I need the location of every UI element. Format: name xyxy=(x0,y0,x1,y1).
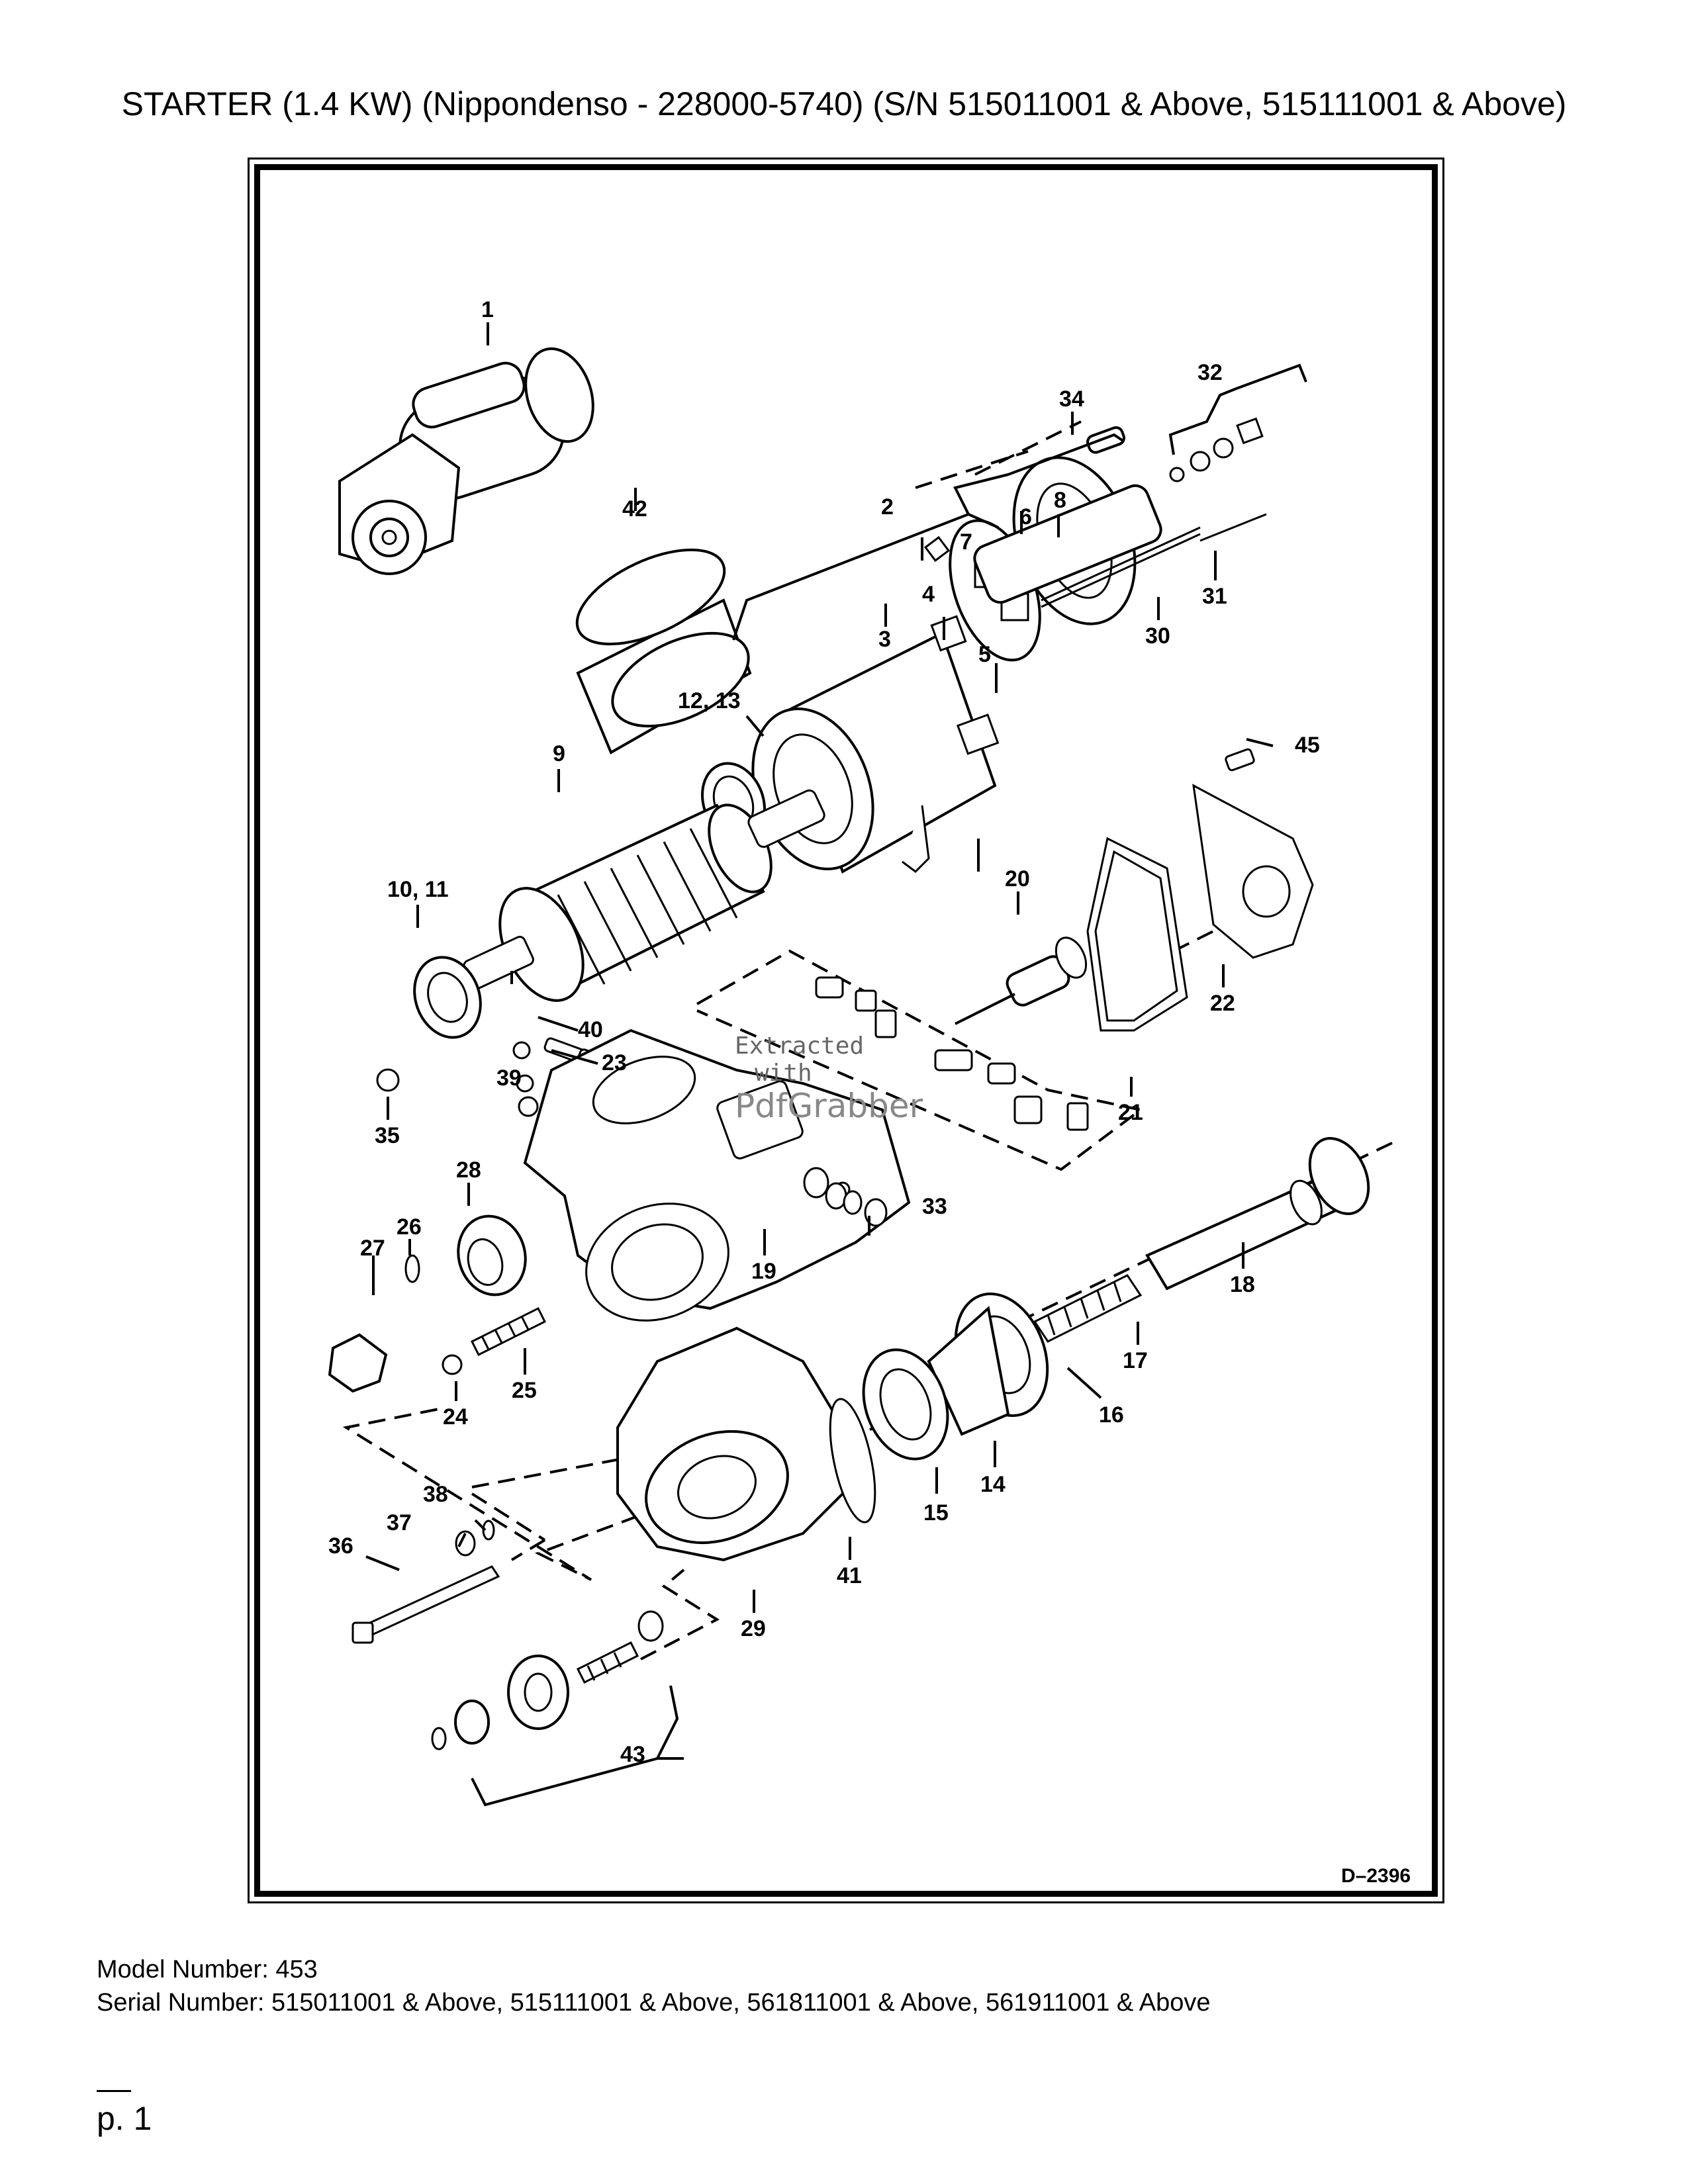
watermark-line-2: with xyxy=(755,1060,812,1087)
callout-35: 35 xyxy=(375,1123,400,1148)
watermark-brand: PdfGrabber xyxy=(735,1087,923,1125)
callout-37: 37 xyxy=(387,1510,412,1535)
callout-42: 42 xyxy=(622,496,647,522)
housing xyxy=(523,1028,911,1322)
gaskets-cover xyxy=(955,748,1314,1032)
callout-21: 21 xyxy=(1118,1100,1143,1125)
callout-10-11: 10, 11 xyxy=(387,877,449,902)
pinion-shaft-assembly xyxy=(862,1137,1370,1461)
callout-9: 9 xyxy=(553,741,565,766)
callout-1: 1 xyxy=(481,297,494,322)
callout-36: 36 xyxy=(328,1533,353,1559)
brace-32 xyxy=(1168,363,1307,455)
assembled-starter xyxy=(338,347,594,575)
callout-29: 29 xyxy=(741,1616,766,1641)
callout-33: 33 xyxy=(922,1194,947,1219)
drawing-code: D–2396 xyxy=(1341,1865,1411,1887)
callout-12-13: 12, 13 xyxy=(678,688,741,713)
callout-5: 5 xyxy=(978,642,991,667)
callout-3: 3 xyxy=(878,627,891,652)
serial-number: Serial Number: 515011001 & Above, 515111… xyxy=(97,1989,1211,2017)
callout-2: 2 xyxy=(881,494,894,520)
callout-41: 41 xyxy=(837,1563,862,1588)
callout-25: 25 xyxy=(512,1378,537,1403)
end-frame-group xyxy=(923,417,1267,662)
page-number: p. 1 xyxy=(97,2100,152,2137)
callout-14: 14 xyxy=(980,1472,1006,1497)
callout-15: 15 xyxy=(923,1500,949,1525)
callout-32: 32 xyxy=(1197,360,1223,385)
switch-cover xyxy=(575,548,752,754)
callout-22: 22 xyxy=(1210,991,1235,1016)
callout-30: 30 xyxy=(1145,623,1170,649)
model-number: Model Number: 453 xyxy=(97,1956,318,1983)
callout-26: 26 xyxy=(397,1214,422,1240)
callout-8: 8 xyxy=(1054,488,1066,513)
callout-38: 38 xyxy=(423,1482,448,1507)
yoke-assembly xyxy=(751,615,1000,874)
callout-27: 27 xyxy=(360,1236,385,1261)
callout-labels: 1 2 3 4 5 6 7 8 9 10, 11 12, 13 14 15 16… xyxy=(328,297,1320,1767)
callout-43: 43 xyxy=(620,1742,645,1767)
watermark-line-1: Extracted xyxy=(735,1032,865,1060)
assembly-line-bottom xyxy=(471,1420,823,1661)
pinion-kit xyxy=(431,1610,664,1751)
brace-2 xyxy=(732,433,1125,641)
callout-7: 7 xyxy=(960,529,972,555)
callout-6: 6 xyxy=(1019,504,1032,529)
assembly-line-upper xyxy=(571,420,1082,946)
callout-16: 16 xyxy=(1099,1402,1124,1428)
page-title: STARTER (1.4 KW) (Nippondenso - 228000-5… xyxy=(121,85,1567,122)
callout-28: 28 xyxy=(456,1158,481,1183)
armature xyxy=(463,789,825,1002)
diagram-frame-outer xyxy=(248,158,1444,1903)
footer-rule xyxy=(97,2090,131,2092)
front-housing xyxy=(616,1326,876,1562)
exploded-parts-diagram: 1 2 3 4 5 6 7 8 9 10, 11 12, 13 14 15 16… xyxy=(328,297,1393,1807)
callout-23: 23 xyxy=(602,1050,627,1075)
watermark: Extracted with PdfGrabber xyxy=(735,1032,973,1125)
diagram-frame-inner xyxy=(254,164,1438,1897)
callout-20: 20 xyxy=(1005,866,1030,891)
callout-40: 40 xyxy=(578,1017,603,1042)
callout-39: 39 xyxy=(496,1066,522,1091)
terminal-kit xyxy=(815,976,1089,1131)
brace-43 xyxy=(471,1685,684,1807)
clutch-small-parts xyxy=(328,1214,547,1393)
washers-33 xyxy=(803,1167,888,1227)
through-bolt xyxy=(352,1520,500,1644)
callout-4: 4 xyxy=(922,582,935,607)
callout-19: 19 xyxy=(751,1259,776,1284)
bearing-10-11 xyxy=(413,956,482,1039)
callout-34: 34 xyxy=(1059,387,1084,412)
callout-45: 45 xyxy=(1295,733,1320,758)
leader-lines xyxy=(365,322,1274,1613)
callout-31: 31 xyxy=(1202,584,1227,609)
bolt-line xyxy=(1173,923,1227,952)
callout-18: 18 xyxy=(1230,1272,1255,1297)
terminal-kit-outline xyxy=(696,949,1144,1171)
callout-17: 17 xyxy=(1123,1348,1148,1373)
callout-24: 24 xyxy=(443,1404,468,1430)
